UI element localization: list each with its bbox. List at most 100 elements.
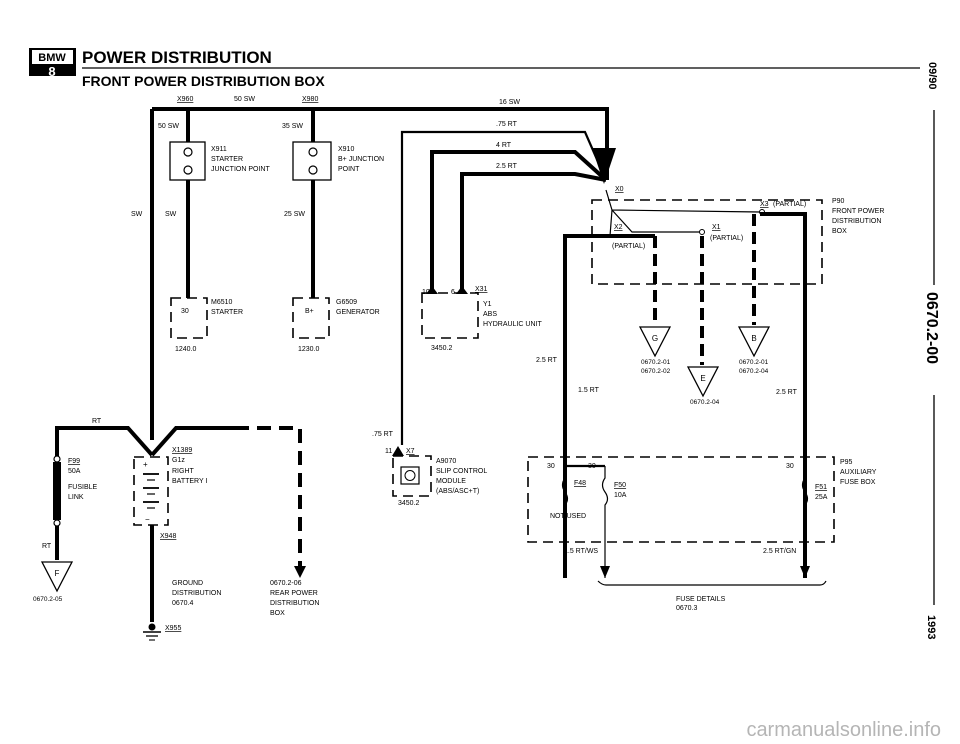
y1-id: Y1: [483, 301, 492, 308]
offpage-f-letter: F: [55, 569, 60, 578]
label-25rt-a: 2.5 RT: [536, 357, 558, 364]
g6509-ref: 1230.0: [298, 346, 320, 353]
svg-text:−: −: [145, 515, 150, 524]
p90-x3-note: (PARTIAL): [773, 201, 806, 208]
logo-text: BMW: [38, 52, 66, 64]
wire-25rt: [460, 172, 607, 292]
x910-label-2: POINT: [338, 166, 360, 173]
wire-x2-out: [563, 234, 655, 578]
g6509-id: G6509: [336, 299, 357, 306]
y1-abs-unit-box: [421, 286, 479, 339]
ground-icon: [143, 623, 161, 641]
f51-amp: 25A: [815, 494, 828, 501]
bmw-logo: BMW 8: [29, 48, 76, 79]
label-4rt: 4 RT: [496, 142, 512, 149]
ground-x955: X955: [165, 625, 181, 632]
wire-4rt: [430, 150, 608, 292]
offpage-g-ref-2: 0670.2-02: [641, 368, 671, 375]
a9070-label-3: (ABS/ASC+T): [436, 488, 479, 495]
f99-fusible-link: [53, 455, 61, 527]
p90-label-2: DISTRIBUTION: [832, 218, 881, 225]
label-rtgn: 2.5 RT/GN: [763, 548, 796, 555]
label-50sw-b: 50 SW: [158, 123, 179, 130]
y1-label-2: HYDRAULIC UNIT: [483, 321, 542, 328]
offpage-f-arrow: F: [40, 561, 74, 593]
p95-label-1: AUXILIARY: [840, 469, 877, 476]
y1-pin-10: 10: [422, 289, 430, 296]
x910-label-1: B+ JUNCTION: [338, 156, 384, 163]
g1-id: G1z: [172, 457, 185, 464]
side-code: 0670.2-00: [923, 292, 940, 364]
g1-label-1: RIGHT: [172, 468, 195, 475]
offpage-f-ref: 0670.2-05: [33, 596, 63, 603]
m6510-starter-box: [170, 297, 208, 339]
f99-label-2: LINK: [68, 494, 84, 501]
a9070-module-box: [392, 455, 432, 497]
f51-fuse-icon: [801, 470, 809, 506]
page-title: POWER DISTRIBUTION: [82, 48, 272, 67]
offpage-b-ref-2: 0670.2-04: [739, 368, 769, 375]
offpage-e-letter: E: [700, 374, 705, 383]
wire-x3-out: [760, 212, 807, 578]
p95-fuse-box: [527, 456, 835, 543]
p95-pin-30a: 30: [547, 463, 555, 470]
f99-amp: 50A: [68, 468, 81, 475]
p90-label-1: FRONT POWER: [832, 208, 884, 215]
logo-series: 8: [48, 64, 55, 79]
rear-label-2: DISTRIBUTION: [270, 600, 319, 607]
a9070-label-2: MODULE: [436, 478, 466, 485]
f50-id: F50: [614, 482, 626, 489]
a9070-id: A9070: [436, 458, 456, 465]
x910-junction-block: [292, 141, 332, 181]
p90-x1: X1: [712, 224, 721, 231]
p90-bus-to-x3: [605, 189, 761, 213]
f51-id: F51: [815, 484, 827, 491]
label-x960: X960: [177, 96, 193, 103]
x0-connector-arrow: [592, 148, 616, 184]
y1-ref: 3450.2: [431, 345, 453, 352]
offpage-e-arrow: E: [686, 366, 720, 398]
g1-battery-icon: + −: [133, 456, 169, 526]
p90-x0: X0: [615, 186, 624, 193]
offpage-g-letter: G: [652, 334, 658, 343]
f99-id: F99: [68, 458, 80, 465]
p95-id: P95: [840, 459, 853, 466]
watermark: carmanualsonline.info: [746, 719, 941, 741]
p90-x3: X3: [760, 201, 769, 208]
a9070-pin: 11: [385, 448, 392, 455]
label-50sw: 50 SW: [234, 96, 255, 103]
p95-label-2: FUSE BOX: [840, 479, 876, 486]
offpage-b-letter: B: [751, 334, 756, 343]
label-16sw: 16 SW: [499, 99, 520, 106]
offpage-b-ref-1: 0670.2-01: [739, 359, 769, 366]
f50-fuse-icon: [601, 466, 609, 578]
f48-id: F48: [574, 480, 586, 487]
side-year: 1993: [925, 615, 937, 639]
g1-connector: X1389: [172, 447, 192, 454]
a9070-pin-arrow: [392, 446, 404, 456]
label-25rt: 2.5 RT: [496, 163, 518, 170]
wire-fusible-link: [55, 426, 154, 457]
g6509-name: GENERATOR: [336, 309, 380, 316]
m6510-ref: 1240.0: [175, 346, 197, 353]
label-25rt-b: 2.5 RT: [776, 389, 798, 396]
label-sw-left: SW: [131, 211, 143, 218]
output-arrow-f51: [800, 566, 810, 578]
g1-label-2: BATTERY I: [172, 478, 207, 485]
label-15rt: 1.5 RT: [578, 387, 600, 394]
label-rtws: 1.5 RT/WS: [564, 548, 598, 555]
g6509-generator-box: [292, 297, 330, 339]
g1-x948: X948: [160, 533, 176, 540]
a9070-connector: X7: [406, 448, 415, 455]
rear-box-arrow: [294, 566, 306, 578]
svg-text:+: +: [143, 460, 148, 469]
g6509-pin: B+: [305, 308, 314, 315]
x1-terminal-icon: [699, 229, 705, 235]
x910-id: X910: [338, 146, 354, 153]
offpage-g-ref-1: 0670.2-01: [641, 359, 671, 366]
p90-bus-to-x2: [609, 209, 613, 237]
offpage-e-ref: 0670.2-04: [690, 399, 720, 406]
rear-label-3: BOX: [270, 610, 285, 617]
f48-not-used: NOT USED: [550, 513, 586, 520]
